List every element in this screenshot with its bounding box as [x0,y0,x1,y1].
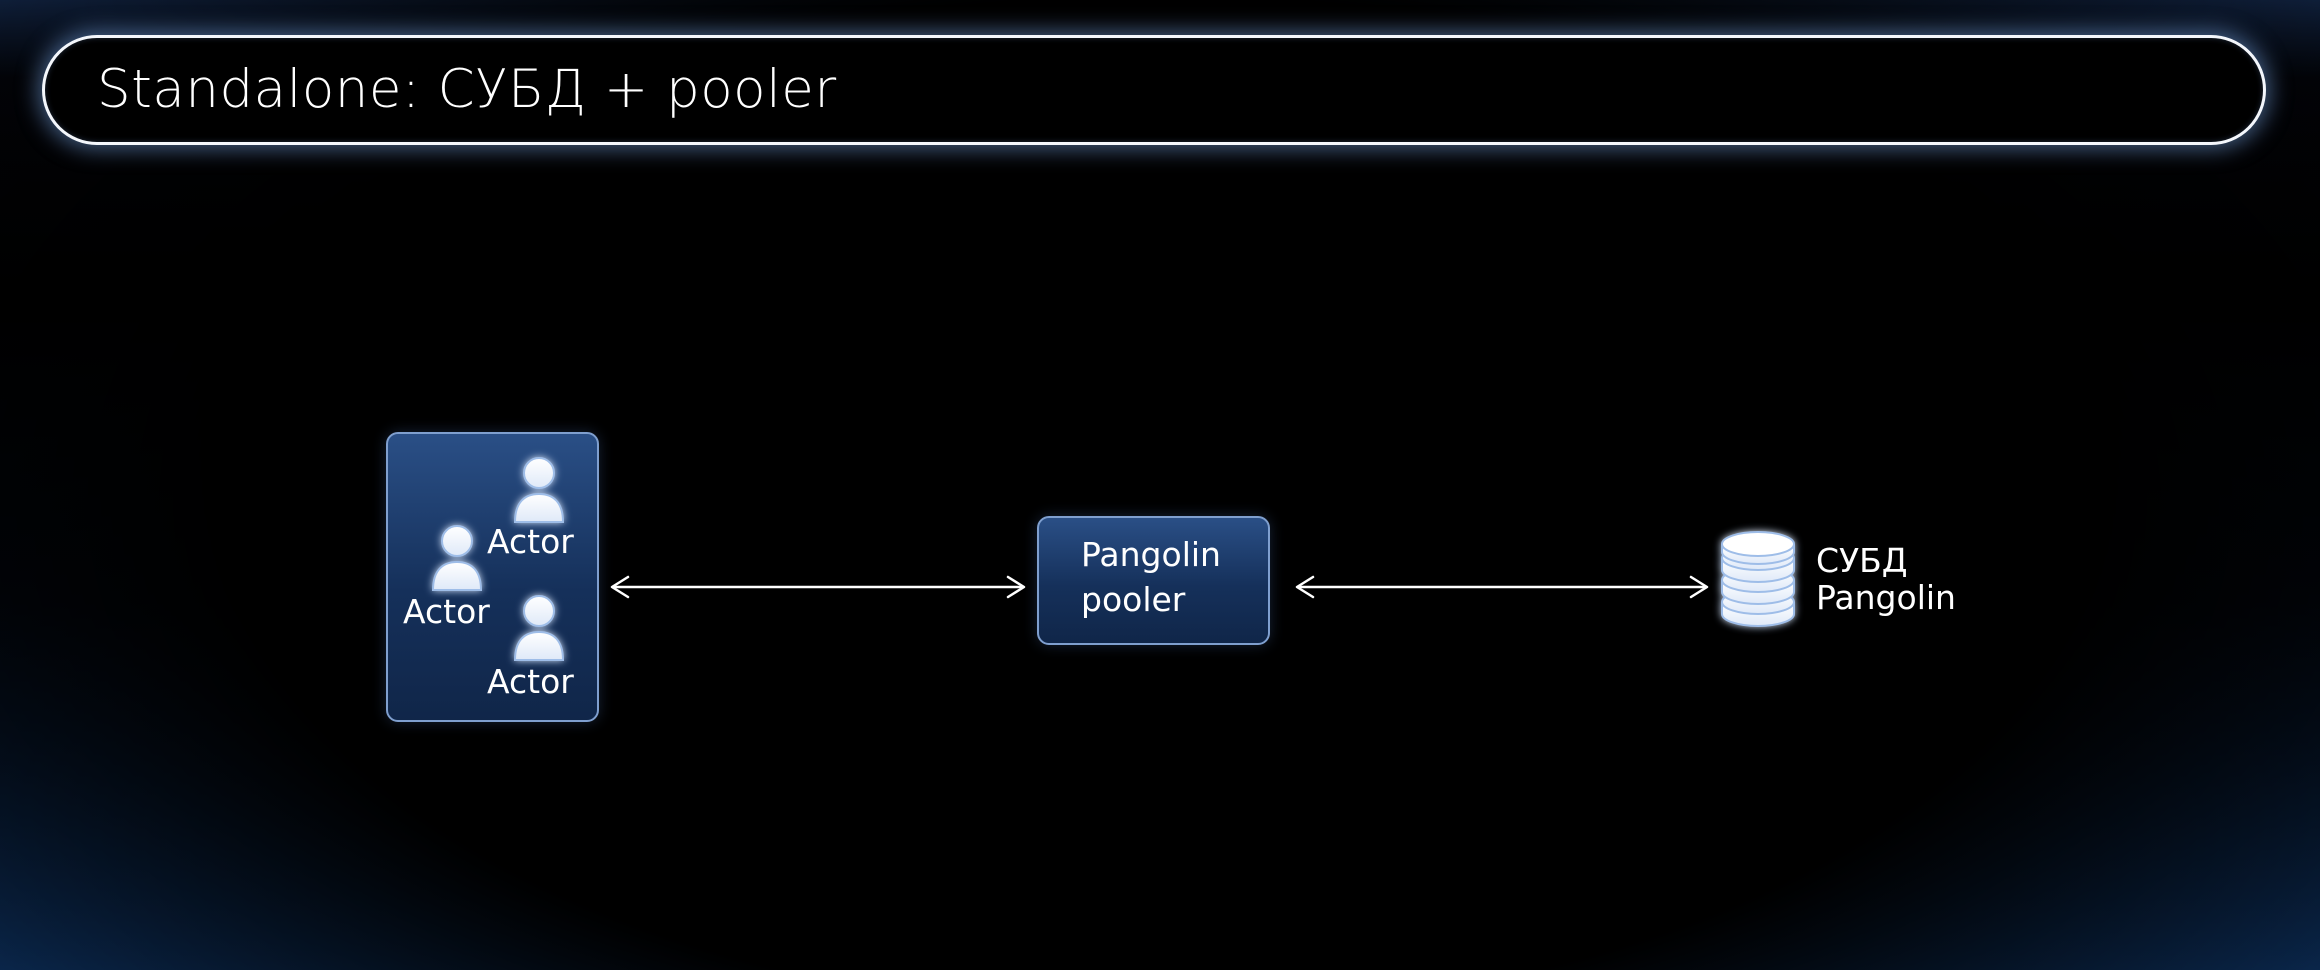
database-icon[interactable] [1718,528,1798,632]
database-label: СУБД Pangolin [1816,542,1956,616]
title-bar: Standalone: СУБД + pooler [42,35,2266,145]
actor-label: Actor [487,522,574,561]
actor-label: Actor [487,662,574,701]
pooler-label: Pangolin pooler [1081,532,1221,622]
actors-group-box[interactable]: Actor Actor Actor [386,432,599,722]
person-icon [513,594,565,662]
person-icon [513,456,565,524]
double-arrow-icon [1295,575,1709,599]
person-icon [431,524,483,592]
double-arrow-icon [610,575,1026,599]
database-label-line2: Pangolin [1816,578,1956,617]
pooler-label-line2: pooler [1081,580,1186,619]
pooler-box[interactable]: Pangolin pooler [1037,516,1270,645]
pooler-label-line1: Pangolin [1081,535,1221,574]
actor-label: Actor [403,592,490,631]
database-label-line1: СУБД [1816,541,1908,580]
page-title: Standalone: СУБД + pooler [97,59,837,120]
